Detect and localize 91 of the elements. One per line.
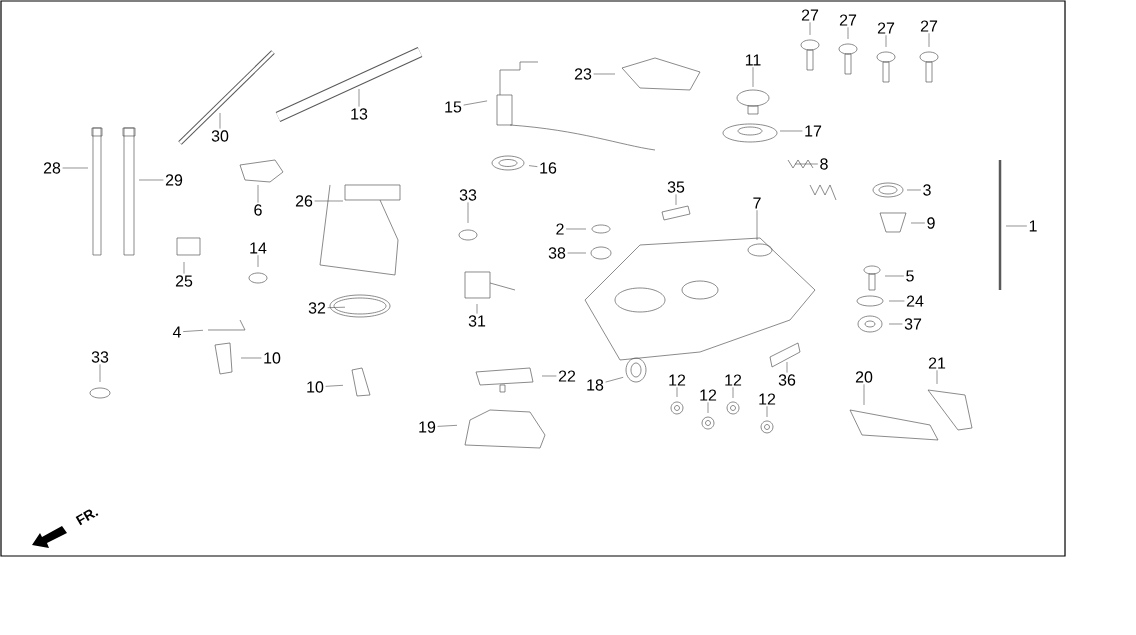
leader-line <box>183 261 185 274</box>
callout-number: 11 <box>745 54 761 66</box>
leader-line <box>182 330 204 332</box>
callout-number: 27 <box>839 14 857 26</box>
leader-line <box>884 275 905 277</box>
callout-number: 20 <box>855 371 873 383</box>
leader-line <box>863 384 865 406</box>
leader-line <box>779 130 803 132</box>
leader-line <box>847 27 849 40</box>
callout-number: 6 <box>254 204 262 216</box>
leader-line <box>565 228 587 230</box>
callout-number: 23 <box>574 68 592 80</box>
leader-line <box>257 254 259 268</box>
callout-number: 36 <box>778 374 796 386</box>
leader-line <box>756 209 758 241</box>
leader-line <box>732 387 734 399</box>
leader-line <box>888 323 903 325</box>
callout-number: 22 <box>558 370 576 382</box>
callout-number: 7 <box>753 197 761 209</box>
leader-line <box>675 194 677 206</box>
leader-line <box>936 369 938 385</box>
leader-line <box>541 375 557 377</box>
leader-line <box>910 222 926 224</box>
callout-number: 29 <box>165 174 183 186</box>
leader-line <box>257 184 259 203</box>
leader-line <box>593 73 616 75</box>
leader-line <box>786 361 788 373</box>
leader-line <box>928 33 930 48</box>
callout-number: 38 <box>548 247 566 259</box>
callout-number: 12 <box>669 374 686 386</box>
leader-line <box>766 405 768 418</box>
leader-line <box>138 179 164 181</box>
leader-line <box>219 112 221 129</box>
callout-number: 37 <box>904 318 922 330</box>
leader-line <box>752 66 754 88</box>
leader-line <box>463 100 488 106</box>
leader-line <box>476 303 478 314</box>
leader-line <box>62 167 89 169</box>
callout-number: 30 <box>211 130 229 142</box>
leader-line <box>314 200 344 202</box>
leader-line <box>240 357 262 359</box>
callout-number: 12 <box>759 393 776 405</box>
leader-line <box>467 202 469 224</box>
leader-line <box>1005 225 1028 227</box>
callout-number: 25 <box>175 275 193 287</box>
callout-number: 33 <box>91 351 109 363</box>
callout-number: 28 <box>43 162 61 174</box>
callout-number: 12 <box>700 389 717 401</box>
leader-line <box>567 252 587 254</box>
callout-number: 27 <box>877 22 895 34</box>
callout-number: 27 <box>920 20 938 32</box>
leader-line <box>885 35 887 48</box>
callout-number: 1 <box>1029 220 1037 232</box>
callout-number: 14 <box>250 242 267 254</box>
callout-number: 27 <box>801 9 819 21</box>
leader-line <box>99 364 101 383</box>
callout-number: 26 <box>295 195 313 207</box>
leader-line <box>794 163 819 165</box>
callout-number: 18 <box>587 379 604 391</box>
callout-number: 2 <box>556 223 564 235</box>
callout-number: 15 <box>445 101 462 113</box>
callout-number: 33 <box>459 189 477 201</box>
leader-line <box>906 189 922 191</box>
callout-number: 35 <box>667 181 685 193</box>
callout-number: 10 <box>307 381 324 393</box>
callout-number: 32 <box>308 302 326 314</box>
callout-number: 5 <box>906 270 914 282</box>
callout-number: 9 <box>927 217 935 229</box>
callout-number: 16 <box>540 162 557 174</box>
callout-number: 21 <box>928 357 946 369</box>
leader-line <box>528 165 538 167</box>
callout-number: 17 <box>805 125 822 137</box>
callout-number: 8 <box>820 158 828 170</box>
callout-number: 10 <box>264 352 281 364</box>
leader-line <box>327 306 346 308</box>
leader-line <box>676 387 678 398</box>
callout-number: 12 <box>725 374 742 386</box>
callout-number: 3 <box>923 184 931 196</box>
leader-line <box>809 22 811 36</box>
callout-number: 13 <box>351 108 368 120</box>
direction-label: FR. <box>75 509 99 526</box>
leader-line <box>888 300 905 302</box>
leader-line <box>437 425 458 427</box>
callout-number: 24 <box>906 295 924 307</box>
callout-number: 31 <box>468 315 486 327</box>
leader-line <box>325 385 344 387</box>
leader-line <box>605 377 624 383</box>
callout-number: 19 <box>419 421 436 433</box>
leader-line <box>358 88 360 107</box>
leader-line <box>707 401 709 414</box>
callout-number: 4 <box>172 326 181 338</box>
